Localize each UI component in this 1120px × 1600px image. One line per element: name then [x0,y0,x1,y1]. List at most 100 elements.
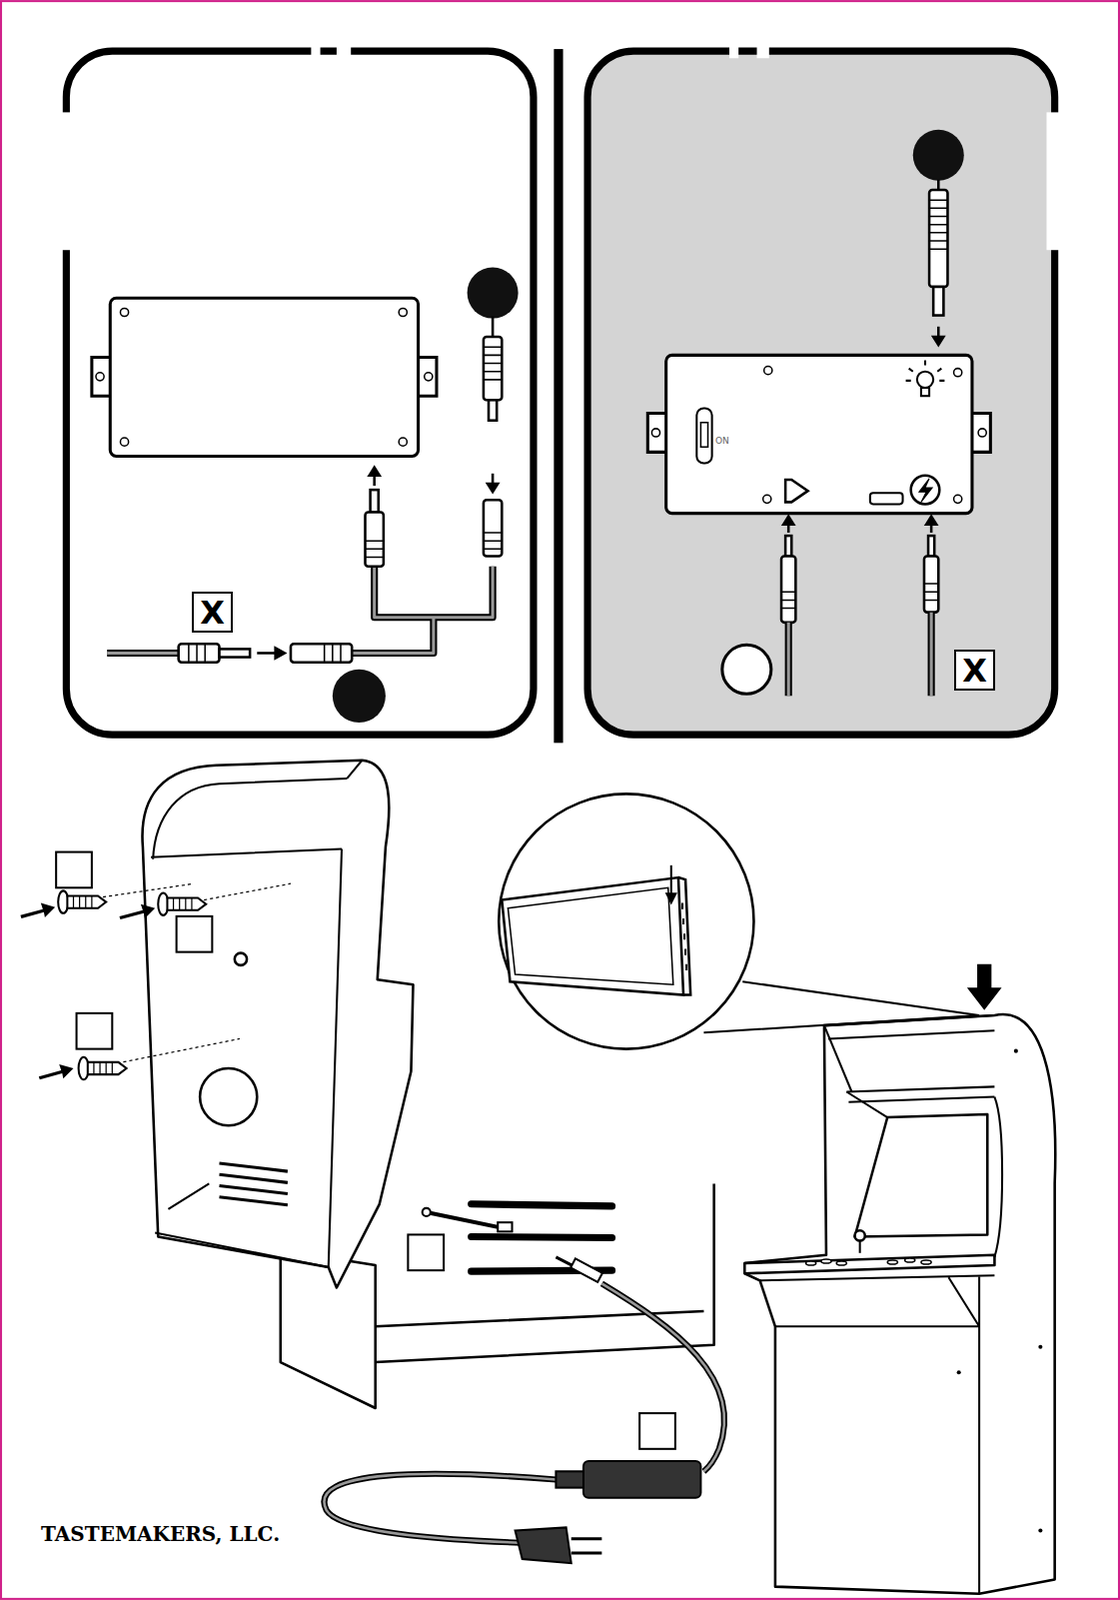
control-box [700,422,708,448]
light-plug [483,346,502,380]
cabinet-front [957,1369,962,1374]
strap-bar [471,1235,613,1237]
splitter-plugs [483,499,502,556]
direction-arrow [275,647,285,658]
control-box [906,359,946,380]
cable-plug [781,535,939,623]
zoom-callout [682,903,687,971]
cable-plug [785,535,792,556]
panel-gap [729,43,739,58]
light-plug [483,336,502,400]
light-plug [491,316,495,337]
zoom-callout [667,893,676,902]
splitter-plugs [324,643,341,662]
callout-square [76,1013,113,1050]
control-box [954,368,963,377]
cable-wire [788,612,932,697]
screw [93,1062,112,1075]
control-box [95,307,433,446]
zoom-callout [501,877,684,995]
strap-bar [471,1203,613,1206]
cabinet-front [744,1014,1056,1594]
control-box [917,371,934,388]
zoom-callout [498,793,980,1049]
control-box [398,437,407,446]
light-plug [488,399,497,420]
power-adapter [601,1282,725,1471]
cabinet-back [234,953,247,966]
screw [57,883,291,1080]
light-plug [929,179,948,316]
zoom-callout [507,887,673,985]
screw [73,895,92,908]
splitter-plugs [219,648,251,657]
cabinet-front [855,1229,866,1240]
splitter-plugs [483,532,502,549]
control-box [91,297,437,456]
zoom-callout [670,865,673,897]
cabinet-front [887,1259,898,1264]
callout-square [55,852,92,889]
cabinet-front [855,1114,989,1237]
direction-arrow [926,516,937,525]
cabinet-back [375,1182,715,1362]
cabinet-back [199,1068,257,1125]
cable-plug [924,583,939,600]
splitter-plugs [364,512,383,567]
callout-circle [722,644,772,694]
power-adapter [422,1207,431,1216]
splitter-plugs [370,489,379,512]
cable-plug [924,555,939,612]
power-adapter [571,1538,603,1553]
control-box [666,354,973,513]
splitter-plugs [290,643,352,662]
callout-square [639,1412,676,1449]
control-box [696,407,712,463]
control-box [911,475,941,505]
screw [96,883,291,1064]
screw [166,898,206,911]
power-adapter [555,1470,584,1487]
callout-square [407,1233,444,1270]
strap-bar [471,1203,613,1271]
direction-arrow [369,467,380,476]
control-box [119,307,128,316]
control-box [919,478,933,502]
direction-arrow [38,1064,74,1080]
control-box [870,492,904,504]
splitter-plugs [364,540,383,557]
screw [66,895,106,908]
cabinet-back [150,778,347,1267]
cable-wire [788,612,932,697]
control-box [954,494,963,503]
zoom-callout [678,877,691,995]
cabinet-front [760,1274,996,1594]
panel-gap [336,43,351,58]
cable-plug [781,555,796,622]
power-adapter [601,1282,725,1471]
light-plug [929,199,948,249]
cable-wire [788,612,932,697]
direction-arrow [487,483,498,492]
cable-plug [781,591,796,608]
cabinet-front [821,1258,832,1263]
splitter-cable [351,566,493,654]
panel-divider [553,48,563,743]
control-box [647,413,666,453]
direction-arrow [933,336,944,345]
cabinet-back [280,1249,376,1408]
cabinet-front [1014,1049,1019,1054]
switch-label: ON [715,436,730,446]
mark-box: X [954,649,996,691]
direction-arrow [256,467,498,659]
mark-box: X [191,591,233,633]
control-box [763,494,772,503]
brand-name: TASTEMAKERS, LLC. [40,1523,280,1544]
callout-dot [913,129,965,181]
power-adapter [583,1460,701,1498]
splitter-cable [351,566,493,654]
power-adapter [515,1526,572,1563]
light-plug [929,189,948,287]
